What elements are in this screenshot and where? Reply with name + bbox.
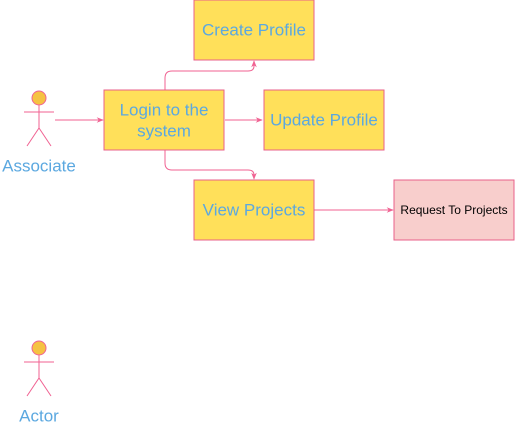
node-update-profile[interactable]: Update Profile [263, 89, 385, 151]
request-projects-label: Request To Projects [400, 203, 507, 217]
node-create-profile[interactable]: Create Profile [193, 0, 315, 61]
request-projects-box[interactable] [393, 179, 515, 241]
create-profile-label: Create Profile [202, 21, 306, 40]
edges [55, 60, 394, 213]
node-login[interactable]: Login to the system [103, 89, 225, 151]
edge-login-to-view-projects[interactable] [164, 150, 257, 180]
login-label-line1: Login to the [120, 101, 209, 120]
login-label-line2: system [137, 122, 191, 141]
associate-label: Associate [2, 157, 76, 176]
login-box[interactable] [103, 89, 225, 151]
view-projects-box[interactable] [193, 179, 315, 241]
node-view-projects[interactable]: View Projects [193, 179, 315, 241]
actor-generic[interactable]: Actor [19, 340, 59, 426]
edge-login-to-create-profile[interactable] [164, 60, 257, 90]
actor-associate[interactable]: Associate [2, 90, 76, 176]
actor-stick-figure-icon [24, 340, 54, 397]
view-projects-label: View Projects [203, 201, 306, 220]
update-profile-label: Update Profile [270, 111, 378, 130]
node-request-projects[interactable]: Request To Projects [393, 179, 515, 241]
actor-label: Actor [19, 407, 59, 426]
update-profile-box[interactable] [263, 89, 385, 151]
create-profile-box[interactable] [193, 0, 315, 61]
associate-stick-figure-icon [24, 90, 54, 147]
